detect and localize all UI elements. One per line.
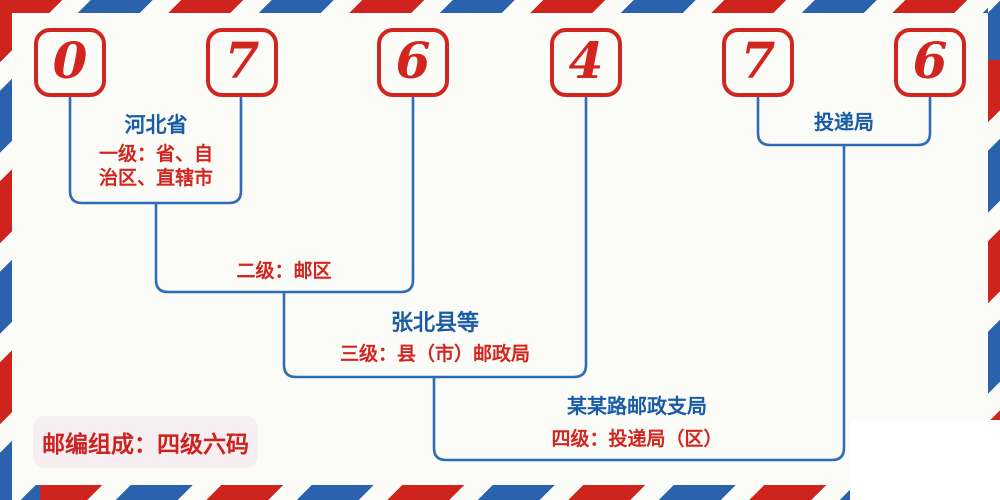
postal-digit-box-2: 7 <box>206 28 278 97</box>
postal-digit-box-5: 7 <box>722 28 794 97</box>
postal-digit-5: 7 <box>740 30 776 90</box>
border-stripes-top <box>0 0 1000 13</box>
bracket-level4 <box>432 145 846 462</box>
postal-digit-1: 0 <box>52 30 88 90</box>
level1-label: 一级：省、自 治区、直辖市 <box>66 143 246 191</box>
level1-province-title: 河北省 <box>124 112 188 137</box>
border-stripes-bottom <box>0 485 1000 500</box>
postal-digit-6: 6 <box>912 30 948 90</box>
delivery-office-title: 投递局 <box>814 110 874 134</box>
postal-digit-2: 7 <box>224 30 260 90</box>
postal-digit-box-3: 6 <box>377 28 449 97</box>
level3-county-title: 张北县等 <box>390 310 479 336</box>
postal-digit-box-4: 4 <box>550 28 622 97</box>
level4-branch-title: 某某路邮政支局 <box>567 394 707 418</box>
composition-badge: 邮编组成：四级六码 <box>33 416 258 468</box>
composition-badge-text: 邮编组成：四级六码 <box>42 431 249 458</box>
level2-label: 二级：邮区 <box>236 261 332 282</box>
postal-digit-box-6: 6 <box>894 28 966 97</box>
postal-digit-4: 4 <box>568 30 604 90</box>
postal-digit-3: 6 <box>395 30 431 90</box>
border-stripes-left <box>0 0 12 500</box>
postal-digit-box-1: 0 <box>34 28 106 97</box>
bottom-right-white-patch <box>850 420 1000 500</box>
level3-label: 三级：县（市）邮政局 <box>339 344 530 365</box>
level4-label: 四级：投递局（区） <box>551 429 723 450</box>
border-stripes-right <box>988 0 1000 500</box>
level1-label-line1: 一级：省、自 <box>98 144 213 165</box>
level1-label-line2: 治区、直辖市 <box>98 168 213 189</box>
